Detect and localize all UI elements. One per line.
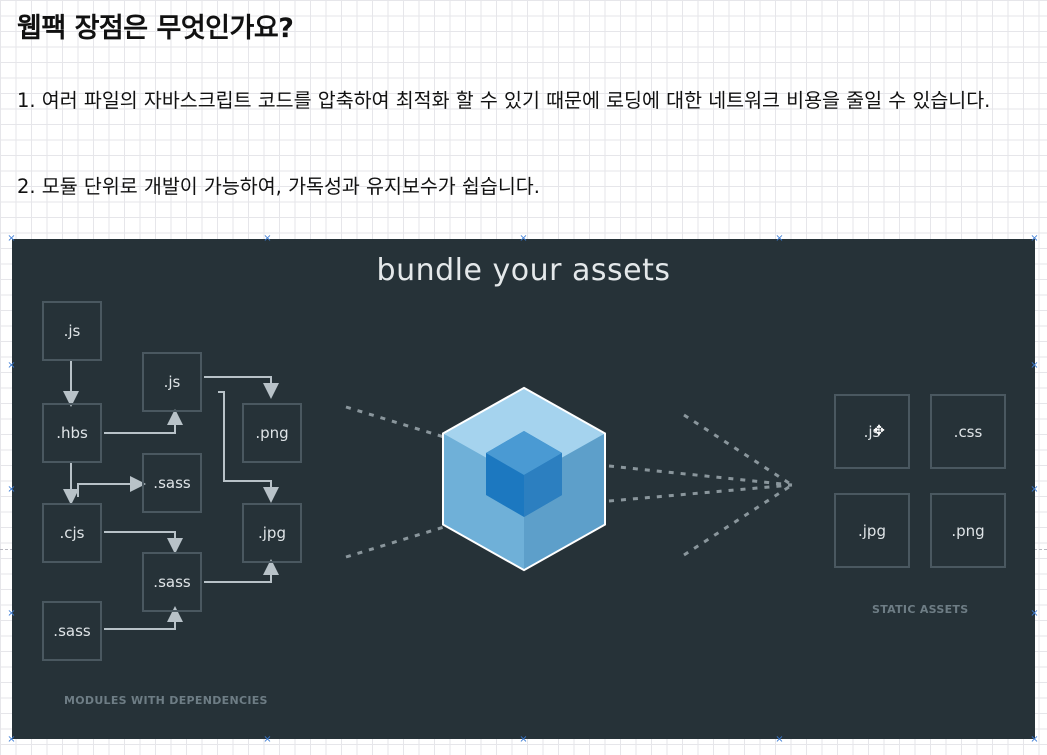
module-box-sass: .sass	[42, 601, 102, 661]
module-label: .jpg	[258, 524, 286, 542]
module-box-js: .js	[142, 352, 202, 412]
module-label: .png	[255, 424, 289, 442]
flow-dotted-lines	[345, 405, 793, 559]
resize-handle[interactable]: ×	[519, 233, 528, 244]
module-box-sass: .sass	[142, 552, 202, 612]
resize-handle[interactable]: ×	[1030, 484, 1039, 495]
module-label: .sass	[153, 474, 191, 492]
resize-handle[interactable]: ×	[1030, 233, 1039, 244]
module-label: .sass	[53, 622, 91, 640]
module-label: .cjs	[59, 524, 85, 542]
asset-label: .js	[863, 422, 881, 441]
resize-handle[interactable]: ×	[7, 484, 16, 495]
advantage-point-1: 1. 여러 파일의 자바스크립트 코드를 압축하여 최적화 할 수 있기 때문에…	[17, 89, 991, 112]
module-box-sass: .sass	[142, 453, 202, 513]
dependency-arrows	[63, 361, 279, 630]
diagram-title: bundle your assets	[376, 253, 671, 288]
resize-handle[interactable]: ×	[1030, 734, 1039, 745]
resize-handle[interactable]: ×	[519, 734, 528, 745]
webpack-cube-icon	[442, 386, 606, 572]
resize-handle[interactable]: ×	[775, 233, 784, 244]
webpack-diagram-image[interactable]: bundle your assets .js .js .hbs .png .sa…	[12, 239, 1035, 739]
resize-handle[interactable]: ×	[7, 360, 16, 371]
module-label: .sass	[153, 573, 191, 591]
module-box-js: .js	[42, 301, 102, 361]
resize-handle[interactable]: ×	[263, 233, 272, 244]
advantage-point-2: 2. 모듈 단위로 개발이 가능하여, 가독성과 유지보수가 쉽습니다.	[17, 175, 540, 198]
module-label: .js	[163, 373, 181, 391]
asset-label: .png	[951, 521, 985, 540]
resize-handle[interactable]: ×	[1030, 360, 1039, 371]
page-title: 웹팩 장점은 무엇인가요?	[17, 13, 294, 44]
move-cursor-icon: ✥	[873, 423, 885, 439]
asset-box-png: .png	[930, 493, 1006, 568]
module-box-jpg: .jpg	[242, 503, 302, 563]
resize-handle[interactable]: ×	[7, 734, 16, 745]
asset-box-css: .css	[930, 394, 1006, 469]
resize-handle[interactable]: ×	[263, 734, 272, 745]
diagram-graphics	[63, 361, 793, 630]
asset-label: .jpg	[858, 521, 886, 540]
resize-handle[interactable]: ×	[1030, 608, 1039, 619]
module-box-png: .png	[242, 403, 302, 463]
assets-caption: STATIC ASSETS	[872, 603, 969, 616]
asset-label: .css	[953, 422, 983, 441]
asset-box-jpg: .jpg	[834, 493, 910, 568]
resize-handle[interactable]: ×	[7, 608, 16, 619]
modules-caption: MODULES WITH DEPENDENCIES	[64, 694, 268, 707]
module-label: .js	[63, 322, 81, 340]
module-box-hbs: .hbs	[42, 403, 102, 463]
asset-box-js: .js	[834, 394, 910, 469]
resize-handle[interactable]: ×	[7, 233, 16, 244]
module-box-cjs: .cjs	[42, 503, 102, 563]
resize-handle[interactable]: ×	[775, 734, 784, 745]
module-label: .hbs	[56, 424, 88, 442]
